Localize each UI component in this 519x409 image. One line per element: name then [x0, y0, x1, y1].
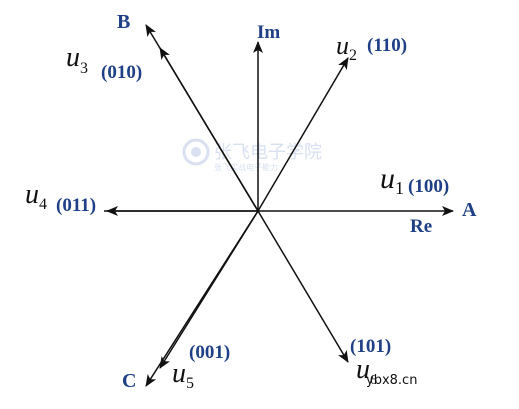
- phase-label-a: A: [462, 199, 477, 221]
- u3-state: (010): [101, 62, 142, 83]
- vector-label-u4: u4 (011): [25, 179, 96, 216]
- svg-text:u6: u6: [356, 354, 377, 388]
- vector-label-u6: u6 (101): [350, 336, 391, 388]
- axis-label-im: Im: [257, 22, 280, 43]
- svg-text:u2: u2: [336, 31, 357, 64]
- u2-state: (110): [367, 35, 407, 56]
- svg-text:u3: u3: [66, 42, 88, 77]
- svg-text:u1: u1: [380, 162, 404, 198]
- u3-index: 3: [80, 60, 88, 77]
- u2-index: 2: [349, 47, 357, 64]
- vector-label-u2: u2 (110): [336, 31, 407, 64]
- vector-u3: [159, 47, 259, 212]
- watermark-logo-icon: [182, 138, 210, 166]
- watermark: 张飞电子学院 张飞实战电子能力: [182, 138, 322, 172]
- u5-symbol: u: [172, 358, 186, 389]
- u6-symbol: u: [356, 354, 370, 385]
- u4-index: 4: [39, 196, 47, 213]
- vector-label-u1: u1 (100): [380, 162, 449, 198]
- vector-u5: [159, 210, 259, 369]
- watermark-subtext: 张飞实战电子能力: [214, 162, 278, 172]
- u1-state: (100): [408, 176, 449, 197]
- watermark-text: 张飞电子学院: [214, 142, 322, 163]
- svg-text:u4: u4: [25, 179, 47, 213]
- u1-symbol: u: [380, 162, 395, 195]
- vector-label-u5: u5 (001): [172, 342, 230, 392]
- u4-state: (011): [56, 195, 96, 216]
- u5-index: 5: [186, 375, 194, 392]
- u5-state: (001): [189, 342, 230, 363]
- u3-symbol: u: [66, 42, 80, 73]
- vector-u6: [257, 210, 349, 363]
- u4-symbol: u: [25, 179, 39, 210]
- vector-u2: [257, 57, 349, 212]
- phase-label-b: B: [117, 11, 130, 33]
- u1-index: 1: [395, 178, 404, 198]
- footer-site-mark: ybx8.cn: [366, 373, 417, 388]
- u6-index: 6: [370, 373, 377, 388]
- axis-label-re: Re: [410, 216, 432, 237]
- u2-symbol: u: [336, 31, 349, 60]
- u6-state: (101): [350, 336, 391, 357]
- vector-label-u3: u3 (010): [66, 42, 142, 83]
- phase-label-c: C: [122, 370, 136, 392]
- svg-text:u5: u5: [172, 358, 194, 392]
